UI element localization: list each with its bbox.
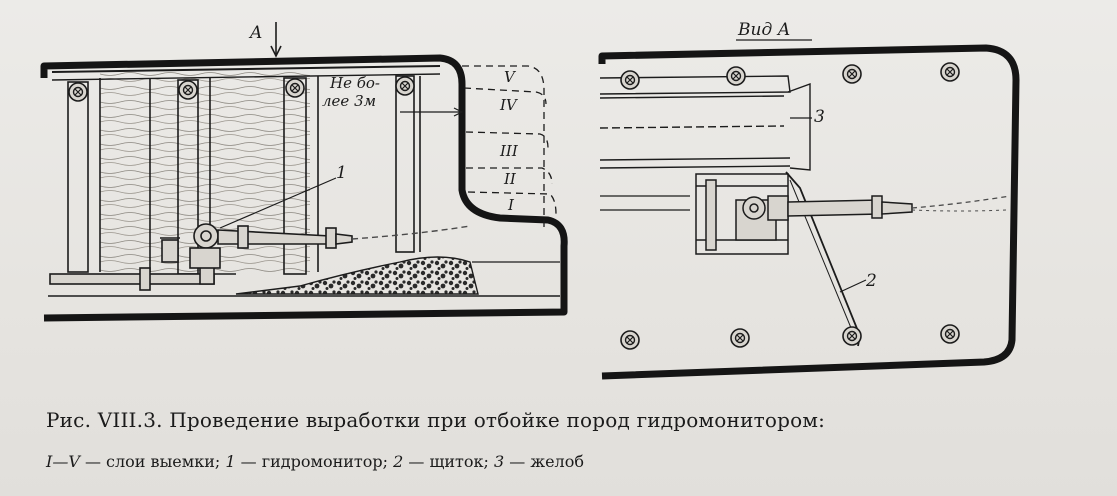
layer-label-ii: II [503,170,517,188]
roof-bolt-icon [620,70,640,90]
dimension-note-line1: Не бо- [329,74,380,92]
excavation-layers [462,65,557,230]
roof-bolt-icon [395,76,415,96]
dimension-note-line2: лее 3м [322,92,376,110]
trough [599,75,811,171]
callout-label-3: 3 [814,107,825,127]
floor-bolt-icon [620,330,640,350]
floor-bolt-icon [842,326,862,346]
roof-bolt-icon [285,78,305,98]
legend-item: 1 — гидромонитор; [225,452,389,471]
callout-line-1 [219,177,337,229]
left-drift-outline [40,54,568,322]
broken-rock-pile [235,256,479,295]
right-drift-outline [598,44,1020,380]
legend-item: 2 — щиток; [393,452,489,471]
legend-item: 3 — желоб [493,452,584,471]
roof-bolt-icon [726,66,746,86]
layer-label-iii: III [499,142,519,160]
view-arrow-label: A [248,23,262,43]
left-section-view [40,22,568,322]
callout-line-2 [839,279,867,293]
figure-caption-legend: I—V — слои выемки; 1 — гидромонитор; 2 —… [46,452,1106,471]
roof-bolt-icon [940,62,960,82]
hydromonitor-right [695,173,913,255]
roof-bolt-icon [68,82,88,102]
floor-bolt-icon [730,328,750,348]
right-end-view [598,39,1020,380]
layer-label-i: I [507,196,515,214]
roof-bolt-icon [842,64,862,84]
callout-label-1: 1 [336,163,347,183]
view-a-title: Вид А [737,20,791,40]
hydromonitor-left [160,223,353,269]
figure-caption-title: Рис. VIII.3. Проведение выработки при от… [46,408,826,432]
water-jet [911,195,1011,209]
layer-label-iv: IV [499,96,519,114]
callout-label-2: 2 [865,271,877,291]
roof-bolt-icon [178,80,198,100]
layer-label-v: V [504,68,517,86]
legend-item: I—V — слои выемки; [46,452,221,471]
floor-bolt-icon [940,324,960,344]
